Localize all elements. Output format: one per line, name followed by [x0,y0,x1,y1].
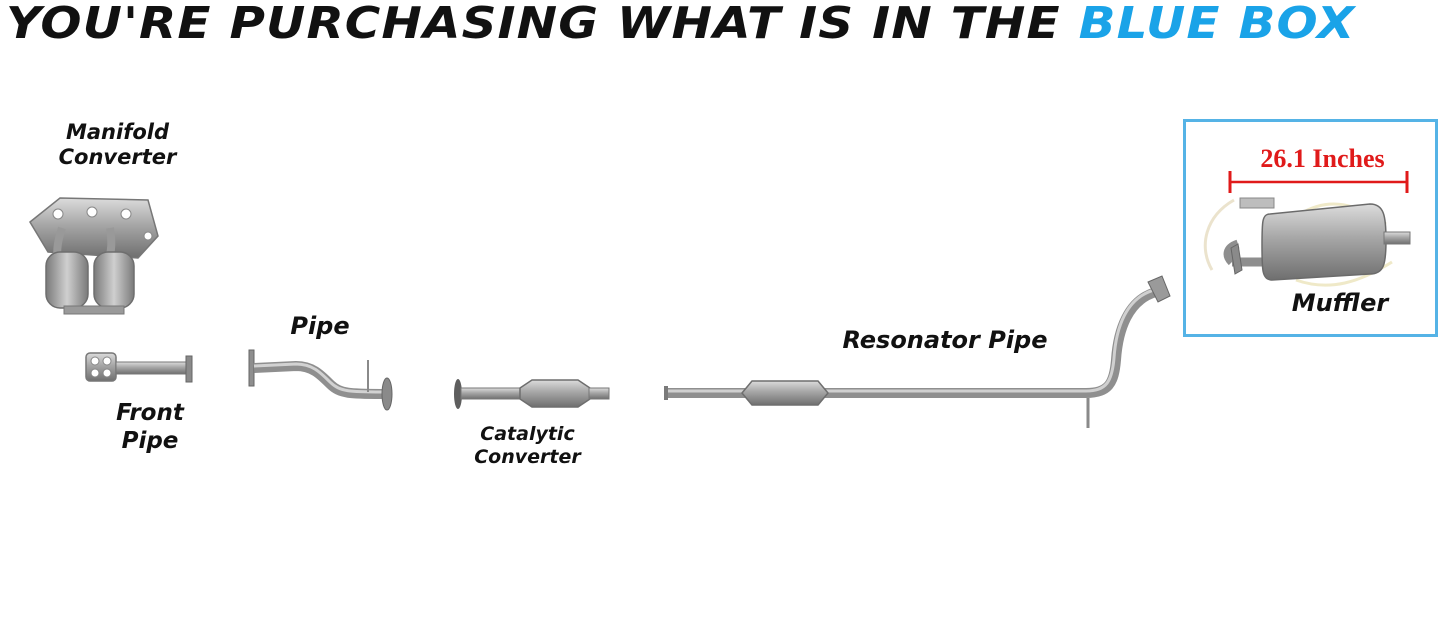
label-manifold-line1: Manifold [65,120,169,144]
label-resonator-pipe: Resonator Pipe [842,326,1048,354]
catalytic-converter-icon [454,379,610,409]
label-manifold-line2: Converter [58,145,177,170]
pipe-icon [248,349,393,411]
label-front-pipe: Front Pipe [95,400,205,455]
label-front-line2: Pipe [121,427,179,454]
resonator-pipe-icon [664,275,1171,428]
dimension-label: 26.1 Inches [1260,144,1385,173]
label-manifold-converter: Manifold Converter [45,120,190,170]
headline-highlight: BLUE BOX [1078,0,1356,49]
dimension-line [1228,171,1409,193]
front-pipe-icon [85,352,193,383]
label-cat-line1: Catalytic [480,423,575,445]
label-muffler: Muffler [1291,289,1389,317]
label-front-line1: Front [116,400,184,426]
label-cat-line2: Converter [474,445,581,468]
headline: YOU'RE PURCHASING WHAT IS IN THE BLUE BO… [6,0,1445,52]
label-catalytic-converter: Catalytic Converter [450,423,605,469]
muffler-icon [1203,197,1411,287]
label-pipe: Pipe [290,312,350,340]
purchase-box [1183,119,1438,337]
manifold-converter-icon [29,197,159,315]
headline-text: YOU'RE PURCHASING WHAT IS IN THE [6,0,1061,49]
